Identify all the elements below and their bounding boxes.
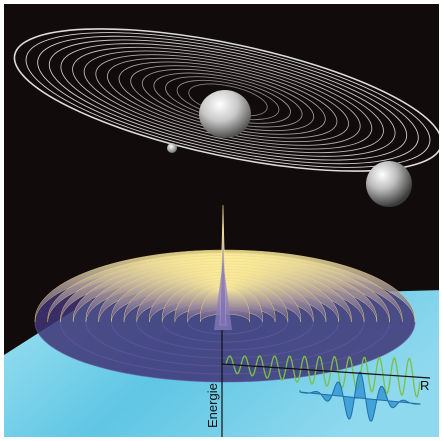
orbit-ring xyxy=(60,43,396,157)
surface-ridge-front xyxy=(110,321,340,359)
orbit-ring xyxy=(37,35,419,165)
surface-ridge-front xyxy=(136,321,314,351)
radius-axis-label: R xyxy=(420,378,429,393)
orbit-ring xyxy=(48,39,408,161)
wavefunction-surface xyxy=(34,204,416,383)
orbit-ring xyxy=(72,46,384,154)
outer-planet-icon xyxy=(366,161,412,207)
small-moon-icon xyxy=(167,143,177,153)
surface-ridge-front xyxy=(85,321,365,367)
energy-axis-label: Energie xyxy=(205,383,220,428)
radius-axis xyxy=(221,363,431,379)
orbit-ring xyxy=(25,32,431,168)
green-wave-curve xyxy=(225,355,421,398)
central-body-icon xyxy=(199,90,251,138)
orbit-ring xyxy=(13,28,439,172)
surface-ridge-front xyxy=(187,321,263,335)
surface-ridge-front xyxy=(34,321,416,383)
orbit-ring xyxy=(83,50,373,150)
surface-ridge-front xyxy=(161,321,289,343)
surface-ridge-front xyxy=(59,321,391,375)
